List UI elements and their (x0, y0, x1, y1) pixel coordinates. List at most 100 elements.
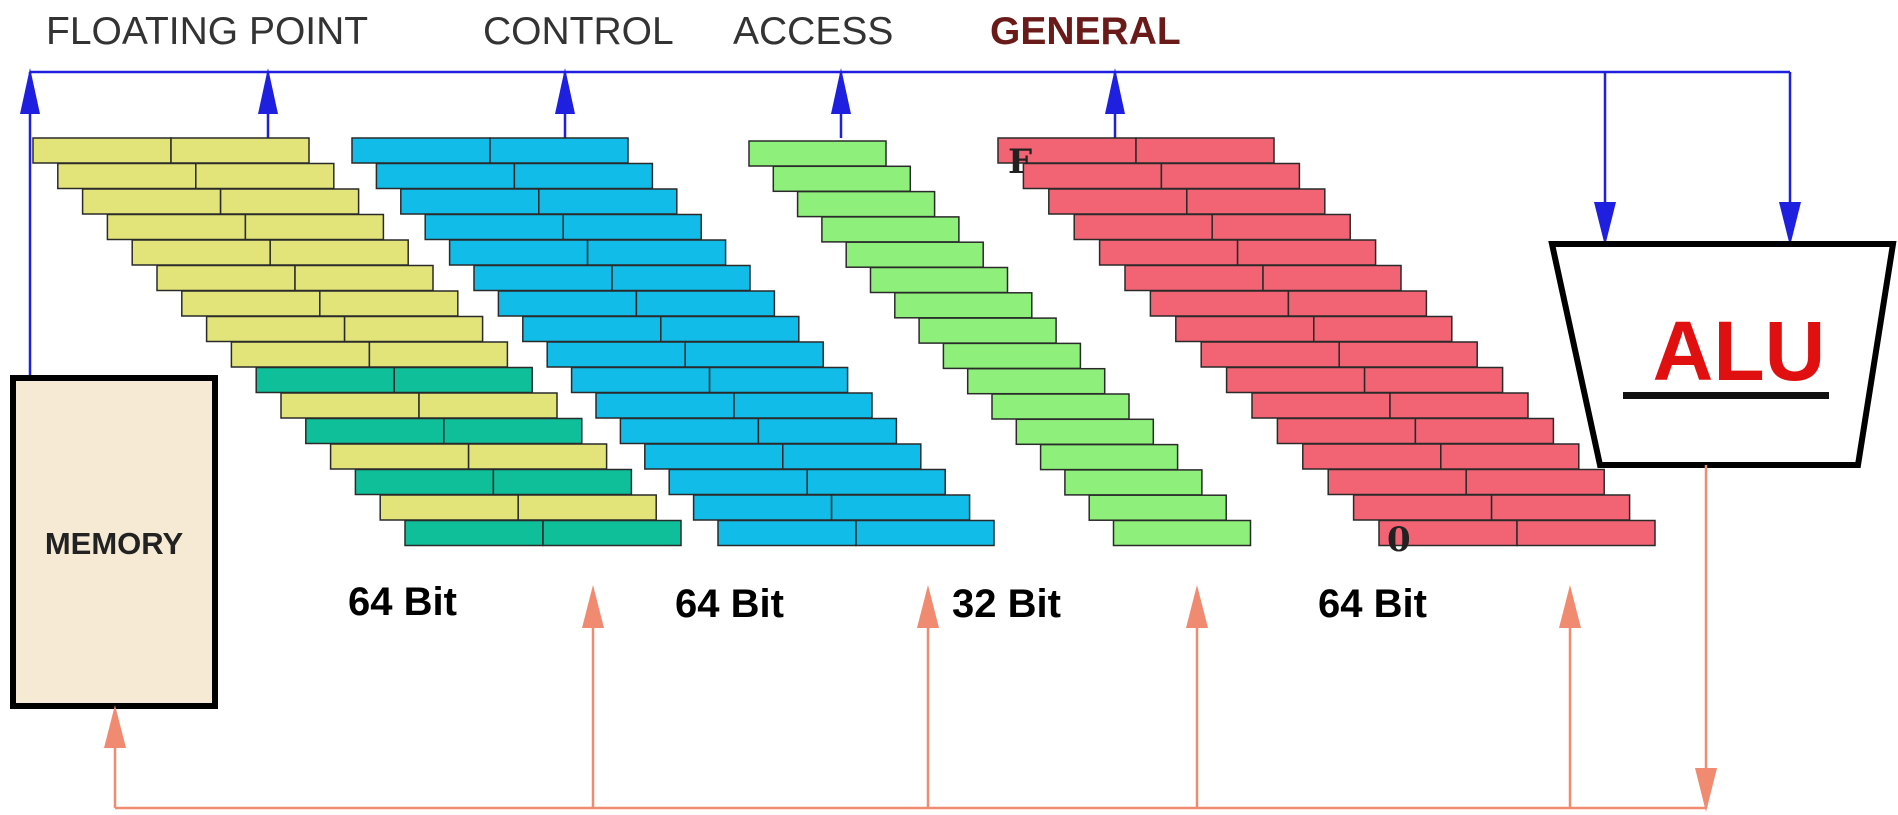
floating-point-registers-row-9-field-0 (255, 366, 395, 394)
general-bit-width: 64 Bit (1318, 582, 1427, 626)
general-registers-row-12-field-1 (1440, 443, 1580, 470)
floating-point-registers-row-8-field-0 (230, 341, 371, 368)
access-registers-row-5-field-0 (869, 266, 1009, 294)
control-registers-row-11-field-1 (757, 417, 898, 445)
access-registers-row-11-field-0 (1015, 418, 1155, 446)
general-registers-row-8-field-0 (1200, 341, 1340, 368)
general-registers-row-13-field-0 (1327, 468, 1467, 496)
general-registers-row-9-field-0 (1225, 366, 1366, 394)
arrow-up-icon (831, 68, 851, 114)
general-registers-row-9-field-1 (1363, 366, 1504, 394)
control-registers-row-13-field-0 (668, 468, 808, 496)
return-bus-arrowheads (104, 585, 1717, 812)
control-registers-row-9-field-1 (708, 366, 849, 394)
access-registers-row-13-field-0 (1064, 469, 1203, 496)
floating-point-registers-row-5-field-1 (294, 264, 434, 292)
access-registers-row-6-field-0 (894, 292, 1033, 319)
arrow-down-icon (1779, 202, 1801, 246)
floating-point-label: FLOATING POINT (46, 10, 368, 53)
control-registers-row-12-field-1 (782, 443, 922, 470)
access-registers-row-15-field-0 (1112, 519, 1252, 547)
access-register-bank (748, 140, 1252, 547)
general-register-bottom-mark: 0 (1387, 520, 1411, 560)
access-registers-row-7-field-0 (918, 317, 1057, 344)
control-registers-row-2-field-1 (538, 188, 678, 215)
control-registers-row-3-field-1 (562, 213, 702, 241)
floating-point-registers-row-6-field-0 (181, 290, 321, 317)
general-registers-row-4-field-1 (1236, 239, 1377, 266)
general-registers-row-1-field-0 (1022, 162, 1163, 190)
floating-point-registers-row-7-field-1 (343, 315, 484, 343)
general-registers-row-12-field-0 (1302, 443, 1442, 470)
control-registers-row-6-field-0 (497, 290, 638, 317)
floating-point-registers-row-3-field-1 (244, 213, 385, 241)
control-registers-row-2-field-0 (400, 188, 540, 215)
control-registers-row-1-field-0 (375, 162, 516, 190)
control-registers-row-9-field-0 (570, 366, 711, 394)
floating-point-registers-row-7-field-0 (205, 315, 346, 343)
control-registers-row-1-field-1 (513, 162, 654, 190)
floating-point-registers-row-4-field-0 (131, 239, 271, 266)
floating-point-registers-row-1-field-0 (57, 162, 197, 190)
access-registers-row-14-field-0 (1088, 494, 1227, 521)
control-registers-row-8-field-0 (546, 341, 686, 368)
control-registers-row-7-field-1 (660, 315, 800, 343)
general-registers-row-11-field-0 (1276, 417, 1417, 445)
memory-label: MEMORY (45, 526, 184, 561)
control-registers-row-15-field-1 (855, 519, 995, 547)
floating-point-registers-row-2-field-0 (81, 188, 222, 215)
general-registers-row-2-field-0 (1048, 188, 1188, 215)
control-registers-row-11-field-0 (619, 417, 760, 445)
floating-point-registers-row-13-field-0 (354, 468, 495, 496)
control-registers-row-8-field-1 (684, 341, 824, 368)
general-registers-row-2-field-1 (1186, 188, 1326, 215)
floating-point-registers-row-0-field-0 (32, 137, 172, 164)
access-registers-row-4-field-0 (845, 241, 984, 268)
access-registers-row-9-field-0 (966, 367, 1106, 395)
general-registers-row-8-field-1 (1338, 341, 1478, 368)
general-registers-row-0-field-1 (1135, 137, 1275, 164)
general-registers-row-14-field-0 (1352, 494, 1493, 521)
general-label: GENERAL (990, 10, 1181, 53)
general-registers-row-15-field-0 (1378, 519, 1518, 547)
arrow-down-icon (1594, 202, 1616, 246)
control-registers-row-10-field-0 (595, 392, 735, 419)
floating-point-registers-row-0-field-1 (170, 137, 310, 164)
general-registers-row-14-field-1 (1490, 494, 1631, 521)
floating-point-registers-row-10-field-0 (280, 392, 420, 419)
alu-unit (1548, 241, 1897, 468)
arrow-up-icon (1559, 585, 1581, 628)
floating-point-register-bank (32, 137, 682, 547)
access-registers-row-12-field-0 (1039, 443, 1179, 471)
access-registers-row-1-field-0 (772, 165, 912, 193)
floating-point-registers-row-12-field-1 (467, 443, 608, 470)
general-registers-row-15-field-1 (1516, 519, 1656, 547)
general-register-top-mark: F (1008, 142, 1032, 182)
alu-label: ALU (1653, 304, 1826, 398)
control-registers-row-4-field-1 (586, 239, 727, 266)
general-registers-row-11-field-1 (1414, 417, 1555, 445)
alu-underline (1623, 392, 1829, 399)
floating-point-registers-row-2-field-1 (219, 188, 360, 215)
floating-point-registers-row-5-field-0 (156, 264, 296, 292)
floating-point-registers-row-9-field-1 (393, 366, 533, 394)
access-bit-width: 32 Bit (952, 582, 1061, 626)
floating-point-registers-row-12-field-0 (329, 443, 470, 470)
arrow-up-icon (555, 68, 575, 114)
control-registers-row-7-field-0 (522, 315, 662, 343)
general-registers-row-4-field-0 (1098, 239, 1239, 266)
access-label: ACCESS (733, 10, 893, 53)
general-registers-row-10-field-0 (1251, 392, 1391, 419)
general-registers-row-1-field-1 (1160, 162, 1301, 190)
floating-point-registers-row-13-field-1 (492, 468, 633, 496)
access-registers-row-10-field-0 (991, 393, 1130, 420)
general-registers-row-3-field-1 (1211, 213, 1351, 241)
arrow-up-icon (20, 68, 40, 114)
memory-box (10, 375, 218, 709)
control-registers-row-10-field-1 (733, 392, 873, 419)
general-registers-row-7-field-1 (1313, 315, 1453, 343)
control-registers-row-0-field-1 (489, 137, 629, 164)
arrow-up-icon (258, 68, 278, 114)
arrow-up-icon (582, 585, 604, 628)
